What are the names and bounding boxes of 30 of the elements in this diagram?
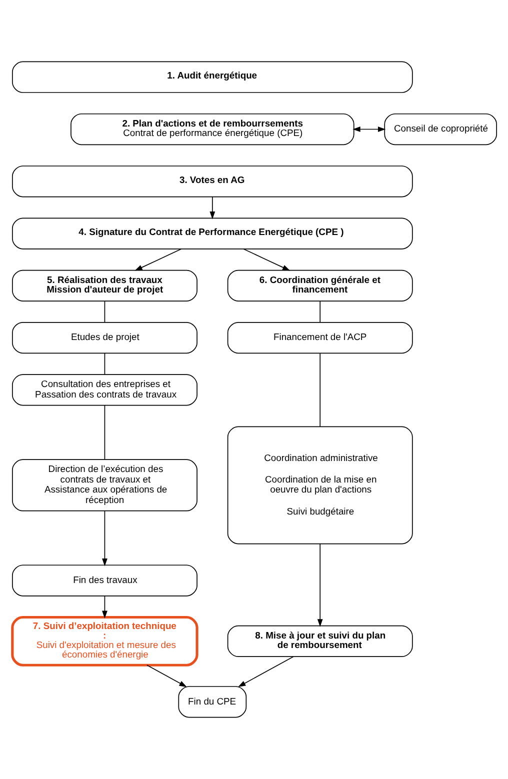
connector [104,404,105,460]
connector [104,300,105,323]
node-box: 7. Suivi d’exploitation technique : Suivi d'exploitation et mesure des économies d'énergie [10,616,198,666]
arrow [209,196,215,220]
connector [319,353,320,427]
arrow [134,248,182,271]
connector [104,352,105,375]
arrow [316,544,322,627]
node-box: Financement de l'ACP [226,322,412,354]
node-box: 3. Votes en AG [12,166,412,198]
arrow [352,126,386,132]
node-box: Direction de l’exécution des contrats de travaux et Assistance aux opérations de réception [12,459,197,512]
arrow [102,510,107,566]
node-box: Etudes de projet [12,322,197,354]
node-box: 2. Plan d'actions et de rembourrsements Contrat de performance énergétique (CPE) [70,113,354,146]
arrow [146,664,186,688]
node-box: 5. Réalisation des travaux Mission d'auteur de projet [12,270,197,302]
node-box: Fin des travaux [12,564,197,596]
node-box: Consultation des entreprises et Passation des contrats de travaux [12,374,197,406]
node-box: Fin du CPE [178,686,246,718]
node-box: 8. Mise à jour et suivi du plan de remboursement [226,625,412,657]
node-box: 6. Coordination générale et financement [226,270,412,302]
node-box: Coordination administrative Coordination de la mise en oeuvre du plan d'actions Suivi budgétaire [226,426,412,544]
connector [319,300,320,323]
arrow [237,656,294,688]
arrow [242,248,290,271]
node-box: 1. Audit énergétique [12,61,412,93]
node-box: 4. Signature du Contrat de Performance Energétique (CPE ) [12,218,412,250]
arrow [102,596,107,619]
node-box: Conseil de copropriété [384,113,496,146]
